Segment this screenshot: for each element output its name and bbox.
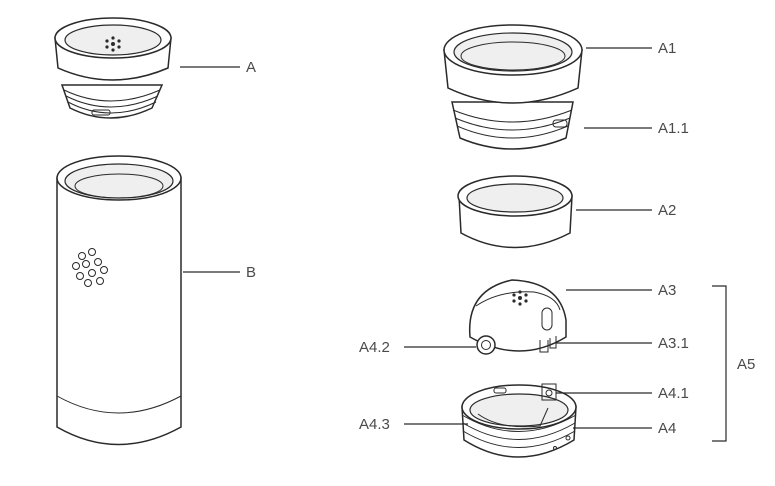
label-a: A xyxy=(246,59,256,76)
part-a-lid xyxy=(54,17,172,119)
part-b-bottle xyxy=(56,155,182,446)
label-a3: A3 xyxy=(658,282,676,299)
label-a3-1: A3.1 xyxy=(658,335,689,352)
label-a4-2: A4.2 xyxy=(359,339,390,356)
label-a2: A2 xyxy=(658,202,676,219)
part-a-button xyxy=(91,109,111,116)
flower-icon xyxy=(105,36,121,52)
part-a3-dome xyxy=(468,279,567,355)
part-a3-slot xyxy=(541,307,553,331)
label-a4-3: A4.3 xyxy=(359,416,390,433)
bracket-a5 xyxy=(712,285,727,442)
label-a4: A4 xyxy=(658,420,676,437)
part-a4-base xyxy=(461,383,577,458)
part-a4-tab xyxy=(493,387,507,394)
flower-icon xyxy=(512,290,528,306)
part-a1-clip xyxy=(552,119,568,128)
part-a1-lid-ring xyxy=(443,24,583,150)
part-a4-1-socket xyxy=(541,383,557,401)
label-a1-1: A1.1 xyxy=(658,120,689,137)
part-a2-ring xyxy=(457,175,573,249)
vent-holes-icon xyxy=(72,248,108,287)
label-a4-1: A4.1 xyxy=(658,385,689,402)
label-a5: A5 xyxy=(737,356,755,373)
label-b: B xyxy=(246,264,256,281)
part-a4-2-port xyxy=(476,335,496,355)
label-a1: A1 xyxy=(658,40,676,57)
